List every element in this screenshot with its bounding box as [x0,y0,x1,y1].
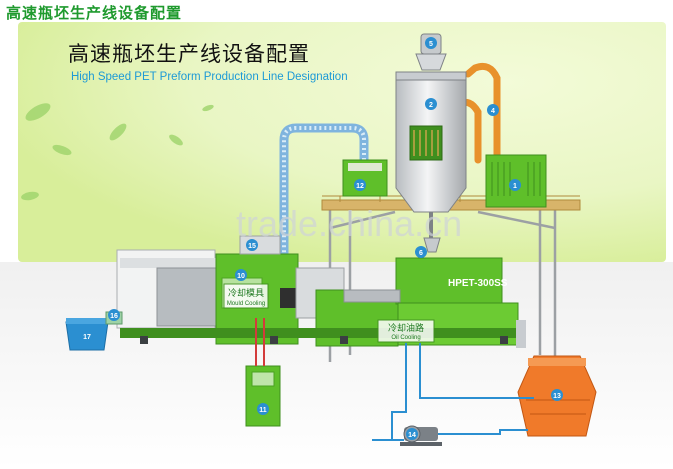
machine-model-label: HPET-300SS [448,278,508,289]
svg-text:1: 1 [513,183,517,190]
svg-text:10: 10 [237,273,245,280]
badge-4: 4 [487,104,499,116]
badge-5: 5 [425,37,437,49]
svg-text:Mould Cooling: Mould Cooling [227,301,265,307]
badge-14: 14 [406,428,418,440]
badge-13: 13 [551,389,563,401]
svg-text:Oil Cooling: Oil Cooling [391,335,420,341]
oil-cooling-label: 冷却油路 Oil Cooling [378,320,434,342]
svg-text:冷却模具: 冷却模具 [228,287,264,299]
svg-text:5: 5 [429,41,433,48]
svg-text:17: 17 [83,334,91,341]
svg-text:12: 12 [356,183,364,190]
mould-cooling-label: 冷却模具 Mould Cooling [224,284,268,308]
badge-6: 6 [415,246,427,258]
badge-16: 16 [108,309,120,321]
badge-15: 15 [246,239,258,251]
svg-text:2: 2 [429,102,433,109]
badge-11: 11 [257,403,269,415]
badge-12: 12 [354,179,366,191]
svg-text:11: 11 [259,407,267,414]
badge-2: 2 [425,98,437,110]
svg-text:14: 14 [408,432,416,439]
svg-text:6: 6 [419,250,423,257]
water-pump [400,426,442,446]
badge-10: 10 [235,269,247,281]
badge-17: 17 [81,330,93,342]
main-title: 高速瓶坯生产线设备配置 [68,42,310,66]
svg-text:4: 4 [491,108,495,115]
svg-text:16: 16 [110,313,118,320]
watermark-text: trade.china.cn [236,203,462,244]
svg-text:15: 15 [248,243,256,250]
subtitle: High Speed PET Preform Production Line D… [71,71,348,83]
svg-text:13: 13 [553,393,561,400]
badge-1: 1 [509,179,521,191]
svg-text:冷却油路: 冷却油路 [388,322,424,334]
